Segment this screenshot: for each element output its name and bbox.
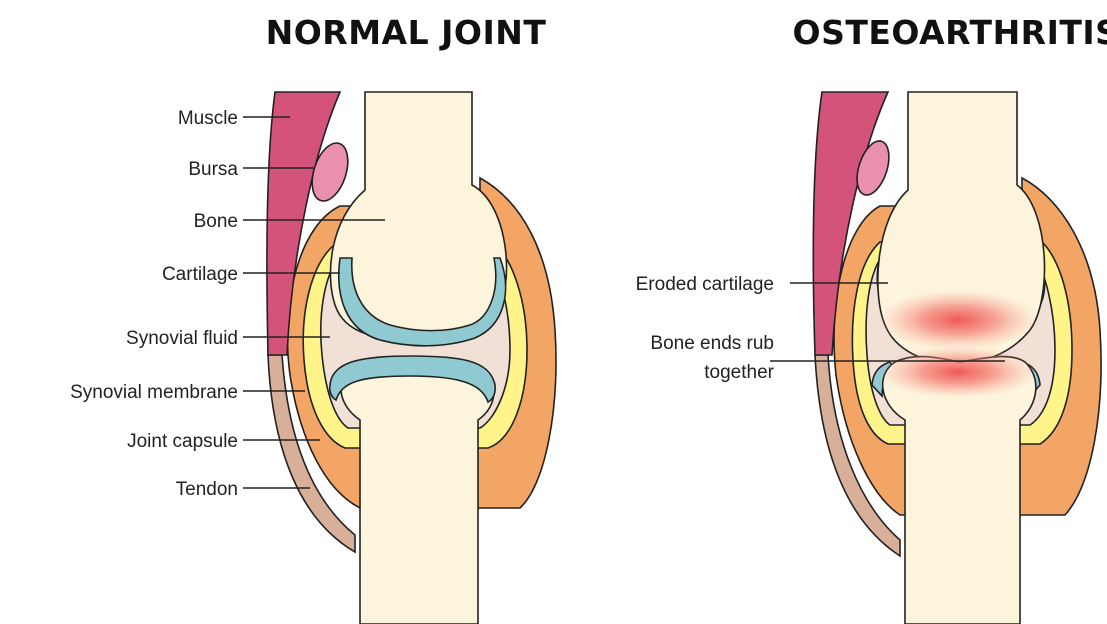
label-tendon: Tendon [176, 479, 238, 500]
label-bursa: Bursa [188, 159, 238, 180]
osteoarthritis-title: OSTEOARTHRITIS [793, 13, 1107, 52]
label-bone-ends-line1: Bone ends rub [650, 333, 774, 354]
label-muscle: Muscle [178, 108, 238, 129]
oa-inflammation-lower [878, 346, 1038, 398]
normal-joint-illustration [267, 92, 556, 624]
label-eroded-cartilage: Eroded cartilage [636, 274, 774, 295]
label-synovial-membrane: Synovial membrane [70, 382, 238, 403]
label-bone: Bone [194, 211, 238, 232]
oa-joint-illustration [813, 92, 1101, 624]
normal-joint-title: NORMAL JOINT [266, 13, 547, 52]
label-bone-ends-line2: together [704, 362, 774, 383]
oa-inflammation-upper [878, 290, 1038, 350]
normal-lower-bone [341, 364, 494, 624]
normal-labels: Muscle Bursa Bone Cartilage Synovial flu… [70, 108, 238, 500]
oa-labels: Eroded cartilage Bone ends rub together [636, 274, 775, 383]
label-joint-capsule: Joint capsule [127, 431, 238, 452]
label-synovial-fluid: Synovial fluid [126, 328, 238, 349]
label-cartilage: Cartilage [162, 264, 238, 285]
